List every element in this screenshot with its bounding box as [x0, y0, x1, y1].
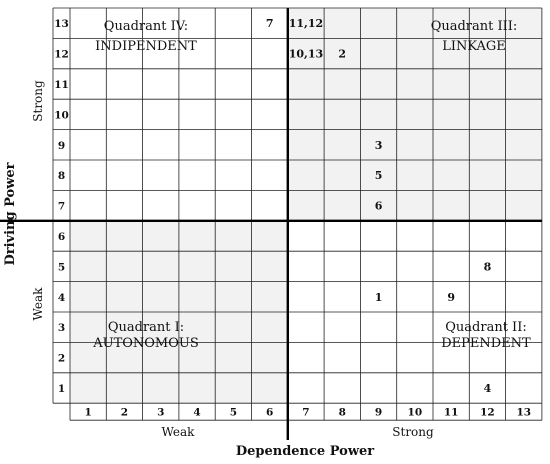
x-tick-label: 10 — [408, 407, 423, 419]
data-point-label: 5 — [375, 169, 383, 182]
x-tick-label: 5 — [230, 407, 237, 419]
data-point-label: 8 — [484, 260, 492, 273]
quadrant-i-name: AUTONOMOUS — [92, 336, 199, 351]
x-sublabel-weak: Weak — [162, 425, 196, 439]
data-point-label: 7 — [266, 17, 274, 30]
x-tick-label: 3 — [157, 407, 164, 419]
y-tick-label: 10 — [54, 109, 69, 121]
y-tick-label: 5 — [58, 261, 65, 273]
x-tick-label: 4 — [193, 407, 200, 419]
x-tick-label: 2 — [121, 407, 128, 419]
x-tick-label: 6 — [266, 407, 273, 419]
data-points: 7 11,12 10,13 2 3 5 6 8 1 9 4 — [266, 17, 492, 395]
y-sublabel-weak: Weak — [31, 287, 45, 321]
x-axis-title: Dependence Power — [236, 444, 374, 459]
data-point-label: 9 — [447, 291, 455, 304]
quadrant-ii-name: DEPENDENT — [441, 336, 531, 351]
x-tick-label: 9 — [375, 407, 382, 419]
data-point-label: 3 — [375, 139, 383, 152]
x-tick-label: 8 — [339, 407, 346, 419]
y-tick-label: 6 — [58, 231, 65, 243]
quadrant-iv-name: INDIPENDENT — [95, 39, 197, 54]
y-tick-label: 13 — [54, 18, 69, 30]
data-point-label: 2 — [338, 48, 346, 61]
quadrant-dividers — [0, 8, 542, 440]
x-tick-label: 7 — [302, 407, 309, 419]
y-tick-label: 2 — [58, 353, 65, 365]
x-tick-label: 1 — [84, 407, 91, 419]
x-sublabel-strong: Strong — [392, 425, 434, 439]
data-point-label: 11,12 — [289, 17, 323, 30]
y-tick-label: 8 — [58, 170, 65, 182]
shaded-quadrant-iii — [287, 8, 542, 221]
x-tick-label: 11 — [444, 407, 459, 419]
data-point-label: 1 — [375, 291, 383, 304]
quadrant-iv-title: Quadrant IV: — [104, 19, 188, 34]
data-point-label: 6 — [375, 200, 383, 213]
quadrant-iii-name: LINKAGE — [442, 39, 506, 54]
y-tick-label: 9 — [58, 140, 65, 152]
y-tick-label: 12 — [54, 49, 69, 61]
quadrant-ii-title: Quadrant II: — [445, 320, 526, 335]
quadrant-iii-title: Quadrant III: — [431, 19, 518, 34]
quadrant-labels: Quadrant IV: INDIPENDENT Quadrant III: LINK… — [92, 19, 531, 351]
y-tick-label: 7 — [58, 201, 65, 213]
data-point-label: 10,13 — [289, 48, 323, 61]
y-tick-label: 3 — [58, 322, 65, 334]
x-tick-label: 13 — [516, 407, 531, 419]
y-axis-title: Driving Power — [3, 162, 18, 265]
y-sublabel-strong: Strong — [31, 80, 45, 122]
data-point-label: 4 — [484, 382, 492, 395]
y-tick-label: 1 — [58, 383, 65, 395]
y-tick-label: 4 — [58, 292, 65, 304]
y-tick-label: 11 — [54, 79, 69, 91]
quadrant-i-title: Quadrant I: — [108, 320, 184, 335]
x-tick-label: 12 — [480, 407, 495, 419]
